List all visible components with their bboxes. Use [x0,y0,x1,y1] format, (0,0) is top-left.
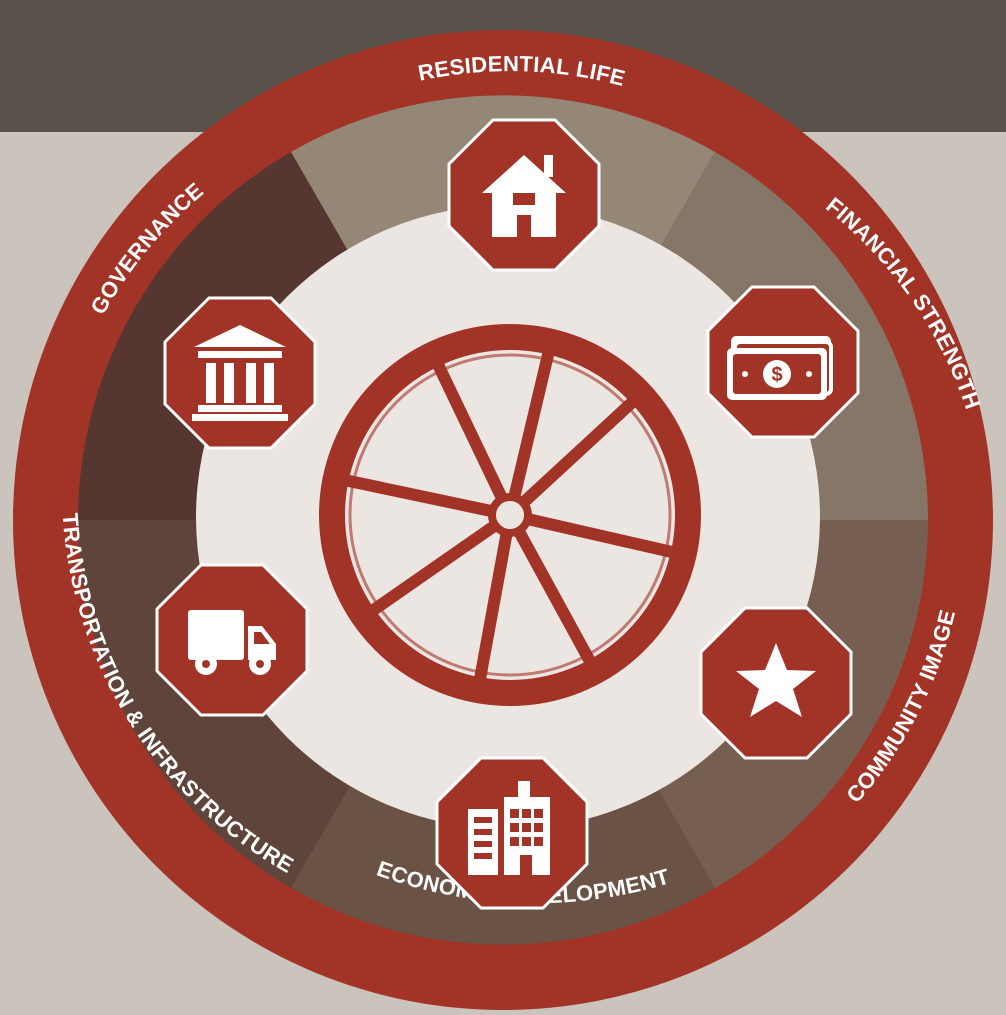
octagon-shape [163,296,317,450]
badge-residential-life [447,118,601,272]
badge-economic-development [435,756,589,910]
truck-icon [188,610,276,675]
star-icon [736,643,816,717]
svg-text:$: $ [771,364,782,386]
icon-badges: $ [155,118,860,910]
buildings-icon [468,781,550,875]
money-icon: $ [727,336,833,400]
badge-financial-strength: $ [706,285,860,439]
courthouse-icon [192,325,288,421]
wagon-wheel-icon [319,324,701,706]
house-icon [482,155,566,237]
badge-community-image [699,606,853,760]
badge-governance [163,296,317,450]
badge-transportation-infrastructure [155,563,309,717]
